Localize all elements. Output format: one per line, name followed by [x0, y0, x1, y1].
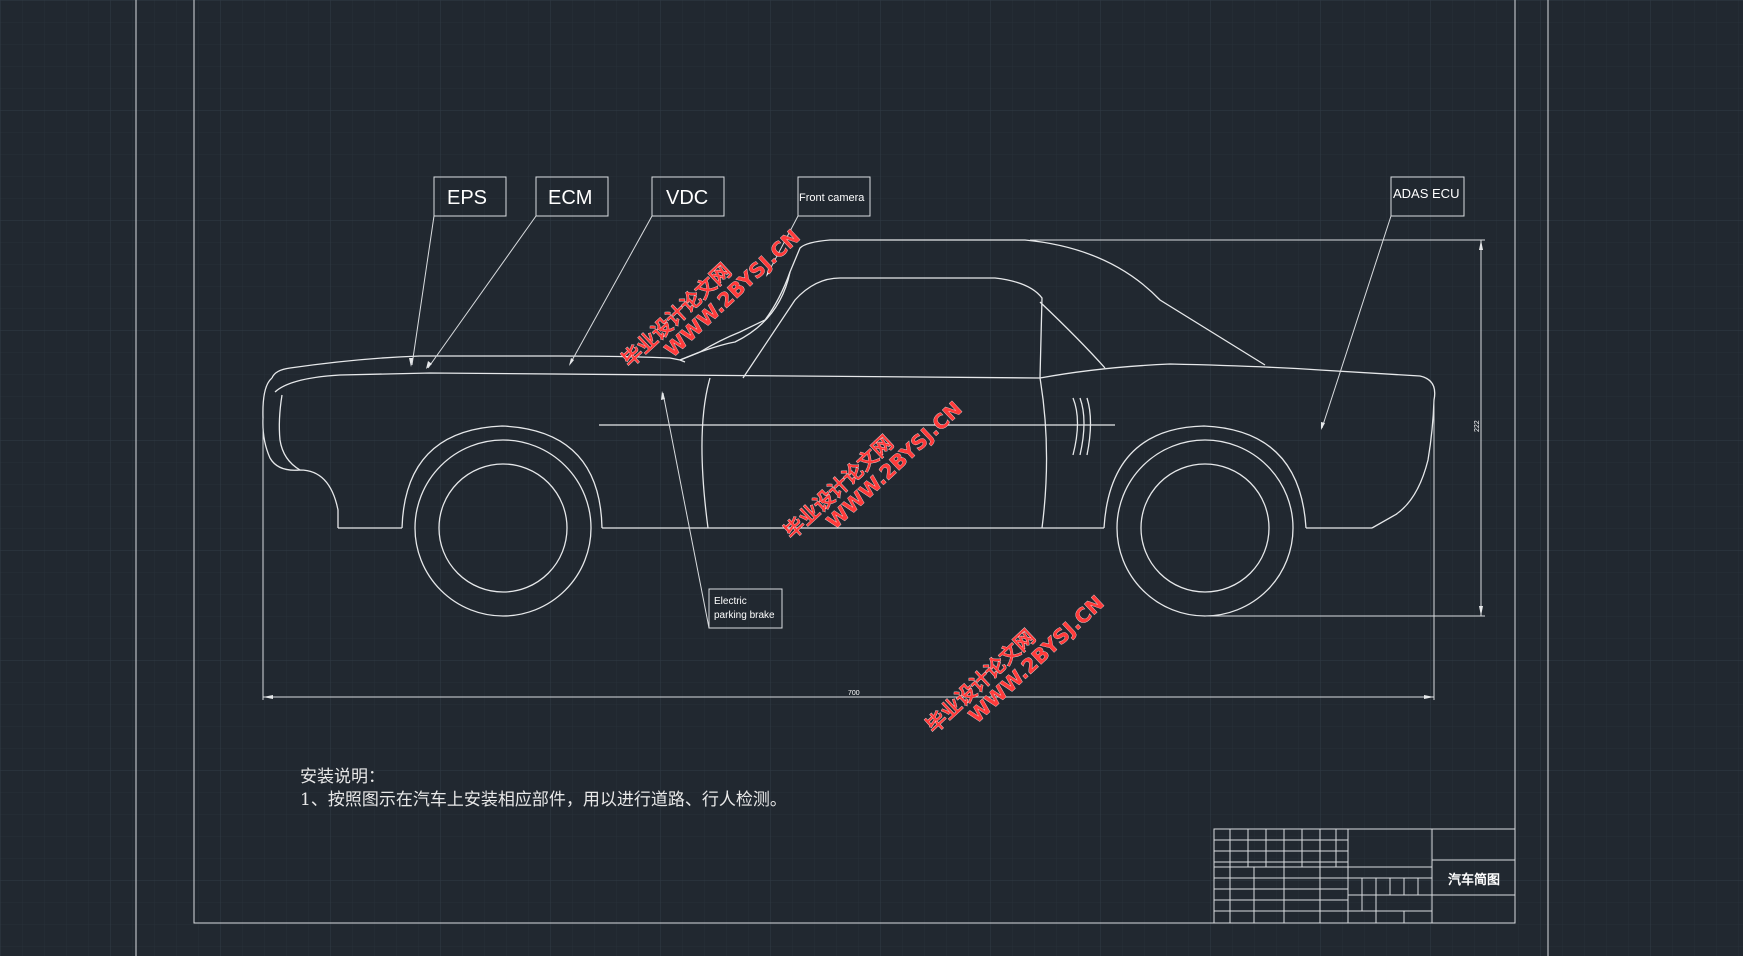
callout-ecm[interactable]: ECM [426, 176, 609, 369]
notes-line-1: 1、按照图示在汽车上安装相应部件，用以进行道路、行人检测。 [300, 790, 787, 810]
front-wheel [414, 439, 592, 617]
installation-notes: 安装说明： 1、按照图示在汽车上安装相应部件，用以进行道路、行人检测。 [300, 767, 787, 810]
title-block[interactable]: 汽车简图 [1213, 828, 1516, 924]
callout-adas-ecu-label: ADAS ECU [1393, 186, 1459, 201]
sheet-inner-border [193, 0, 1516, 924]
dimension-height: 222 [1030, 239, 1485, 617]
callout-front-camera[interactable]: Front camera [766, 176, 871, 277]
dimension-length-label: 700 [848, 690, 860, 697]
car-outline [262, 239, 1436, 529]
callout-front-camera-label: Front camera [799, 192, 865, 204]
callout-vdc-label: VDC [666, 187, 708, 209]
callout-epb-label-line2: parking brake [714, 610, 775, 621]
dimension-length: 700 [262, 400, 1435, 700]
callout-eps[interactable]: EPS [409, 176, 507, 367]
callout-adas-ecu[interactable]: ADAS ECU [1321, 176, 1465, 430]
callout-eps-label: EPS [447, 187, 487, 209]
callout-electric-parking-brake[interactable]: Electric parking brake [661, 391, 783, 629]
dimension-height-label: 222 [1474, 420, 1481, 432]
callout-vdc[interactable]: VDC [569, 176, 725, 366]
notes-title: 安装说明： [300, 767, 385, 787]
callout-epb-label-line1: Electric [714, 596, 747, 607]
callout-ecm-label: ECM [548, 187, 592, 209]
title-block-drawing-name: 汽车简图 [1448, 872, 1500, 888]
